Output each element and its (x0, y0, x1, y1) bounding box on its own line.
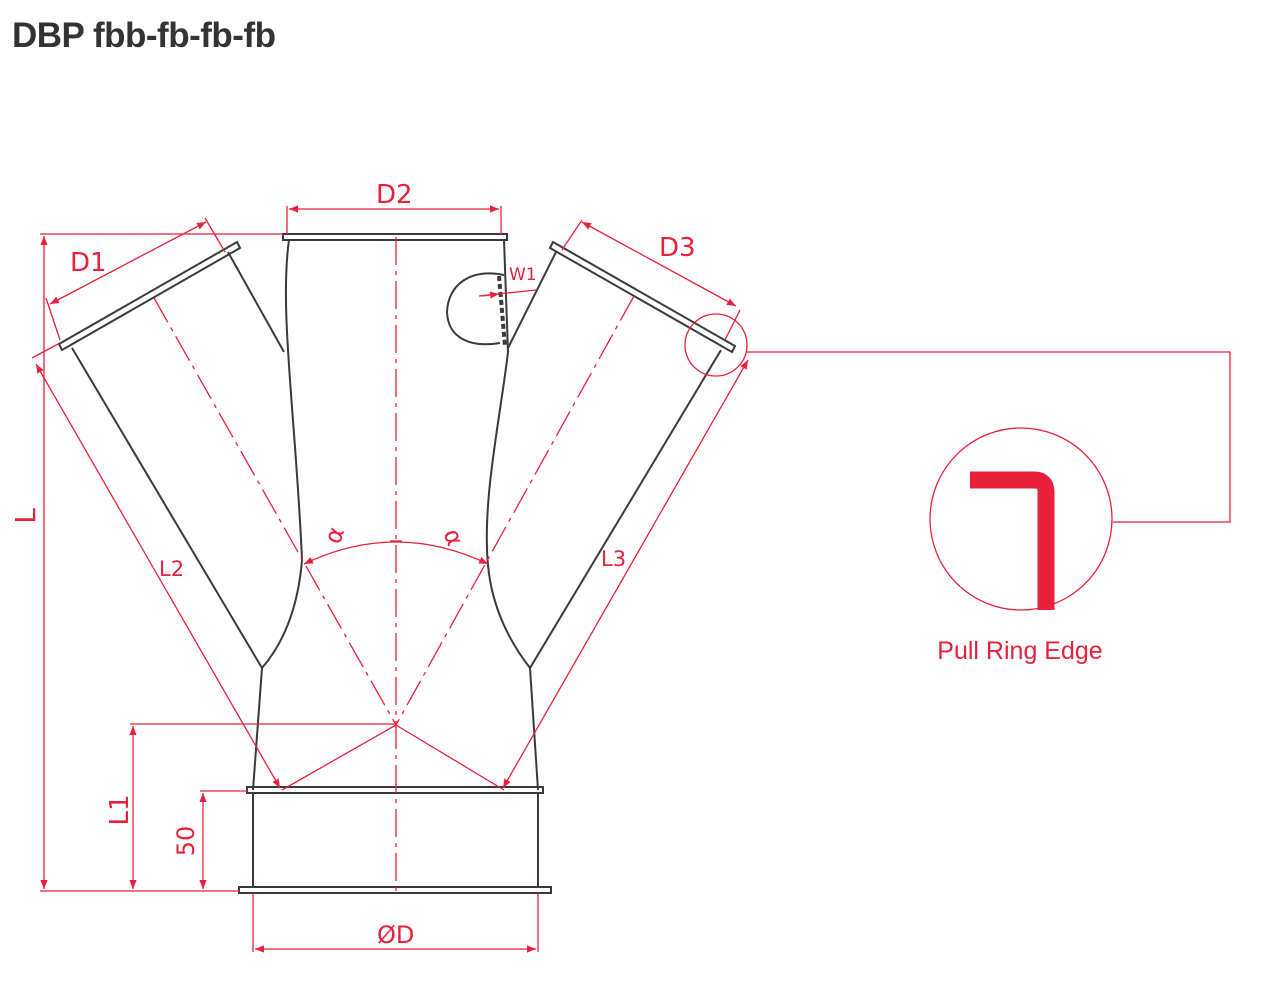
l3-label: L3 (601, 547, 626, 571)
w1-arrow (481, 291, 500, 299)
d3-ext-b (724, 309, 741, 341)
l3-dim-line (502, 359, 749, 789)
top-flange (282, 233, 508, 241)
fifty-label: 50 (172, 826, 200, 857)
w1-label: W1 (509, 265, 537, 285)
detail-circle (929, 427, 1113, 611)
l2-label: L2 (159, 557, 184, 581)
right-branch-axis (395, 295, 635, 726)
center-to-right (395, 724, 505, 791)
d1-ext-b (204, 217, 226, 253)
access-door (445, 272, 505, 346)
detail-marker-circle (684, 313, 748, 377)
bottom-flange (238, 886, 552, 894)
d3-ext-a (561, 219, 583, 251)
d1-label: D1 (70, 248, 107, 278)
access-door-hinge (497, 275, 507, 347)
alpha-arc (303, 541, 489, 565)
d1-ext-a (45, 297, 61, 341)
right-branch-outer (529, 349, 722, 669)
d1-dim-line (49, 221, 207, 305)
mid-flange (246, 786, 544, 794)
dimensions (31, 205, 1231, 953)
left-branch-axis (153, 297, 397, 726)
l2-ext (31, 343, 59, 359)
detail-leader (747, 351, 1231, 523)
detail-caption: Pull Ring Edge (937, 637, 1102, 665)
right-flange (548, 240, 737, 354)
l-label: L (9, 508, 42, 524)
center-right-side (485, 239, 531, 669)
d3-dim-line (581, 221, 737, 307)
od-label: ØD (377, 921, 414, 949)
l2-dim-line (35, 363, 281, 789)
alpha-left-label: α (319, 523, 351, 547)
pull-ring-edge-shape (970, 471, 1055, 610)
alpha-right-label: α (438, 525, 470, 549)
d3-label: D3 (659, 233, 696, 263)
left-branch-outer (71, 347, 263, 669)
right-branch-inner (507, 251, 557, 349)
body-left-lower (252, 667, 263, 791)
center-left-side (261, 239, 304, 669)
d2-label: D2 (376, 180, 413, 210)
page-title: DBP fbb-fb-fb-fb (12, 16, 276, 55)
left-branch-inner (227, 251, 285, 353)
center-to-left (281, 724, 397, 791)
l1-label: L1 (105, 794, 135, 825)
